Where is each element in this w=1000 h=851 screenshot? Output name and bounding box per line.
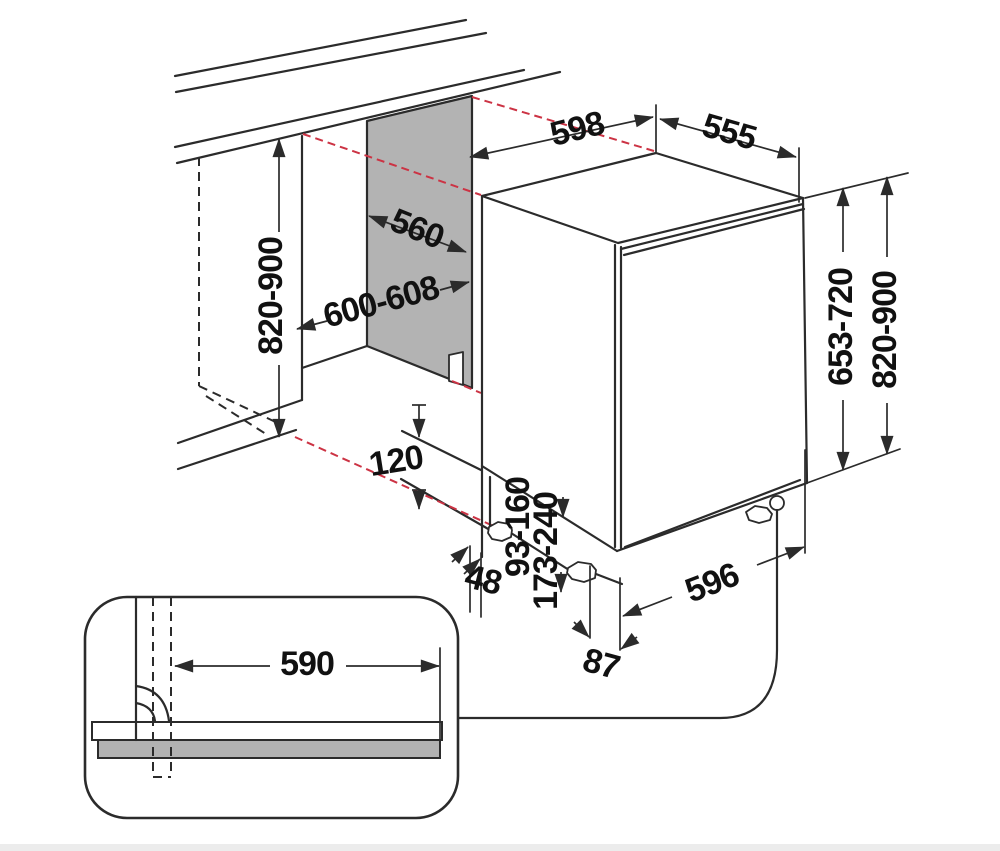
- countertop-lines: [173, 18, 562, 165]
- floor-board: [91, 721, 443, 741]
- rear-foot: [745, 505, 773, 524]
- dim-label-niche-height-left: 820-900: [252, 237, 290, 355]
- top-face: [480, 151, 805, 245]
- front-right-foot: [566, 561, 597, 583]
- page-bottom-strip: [0, 844, 1000, 851]
- side-panel-notch: [448, 351, 464, 386]
- cabinet-niche: [176, 134, 492, 532]
- dim-label-door-height: 653-720: [822, 268, 860, 386]
- plinth-detail-inset: [83, 595, 460, 820]
- drain-hose: [456, 508, 779, 720]
- dim-label-total-height: 820-900: [866, 271, 904, 389]
- dim-label-hose-range-2: 173-240: [527, 492, 565, 610]
- front-left-foot: [487, 521, 513, 542]
- dishwasher-body: [456, 151, 809, 720]
- hose-connection-point: [769, 495, 785, 511]
- dimension-lines: [272, 104, 909, 651]
- dim-label-hose-reach: 590: [280, 645, 335, 683]
- plinth-board: [97, 739, 441, 759]
- inset-border: [83, 595, 460, 820]
- dim-label-plinth-height: 120: [366, 438, 426, 484]
